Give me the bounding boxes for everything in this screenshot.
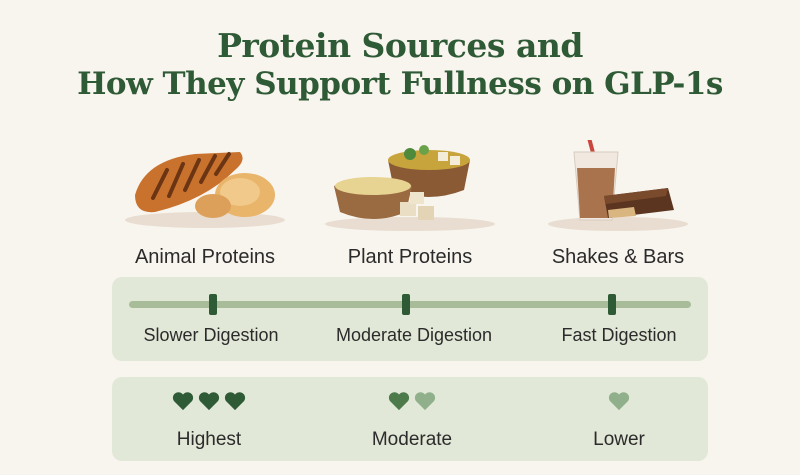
digestion-label: Slower Digestion [143, 325, 279, 345]
scale-tick [402, 294, 410, 315]
digestion-label: Fast Digestion [561, 325, 677, 345]
heart-icon [224, 392, 246, 411]
heart-icon [608, 392, 630, 411]
heart-icon [172, 392, 194, 411]
title-line-1: Protein Sources and [217, 26, 583, 65]
scale-tick [608, 294, 616, 315]
fullness-panel: Highest Moderate Lower [112, 377, 708, 461]
title-line-2: How They Support Fullness on GLP-1s [77, 66, 723, 102]
heart-icon [388, 392, 410, 411]
scale-tick [209, 294, 217, 315]
fullness-hearts [608, 391, 630, 411]
beans-tofu-bowl-icon [300, 140, 520, 240]
source-label: Animal Proteins [134, 246, 276, 268]
grilled-chicken-icon [95, 140, 315, 240]
source-plant: Plant Proteins [300, 140, 520, 269]
digestion-label: Moderate Digestion [335, 325, 493, 345]
shake-bar-icon [508, 133, 728, 240]
digestion-scale-track [129, 294, 691, 315]
fullness-label: Highest [176, 429, 242, 450]
digestion-panel: Slower Digestion Moderate Digestion Fast… [112, 277, 708, 361]
source-shakes: Shakes & Bars [508, 133, 728, 269]
fullness-label: Lower [593, 429, 645, 450]
fullness-hearts [172, 391, 246, 411]
source-label: Plant Proteins [347, 246, 473, 268]
heart-icon [198, 392, 220, 411]
fullness-hearts [388, 391, 436, 411]
fullness-label: Moderate [371, 429, 453, 450]
heart-icon [414, 392, 436, 411]
source-label: Shakes & Bars [551, 246, 685, 268]
source-animal: Animal Proteins [95, 140, 315, 269]
